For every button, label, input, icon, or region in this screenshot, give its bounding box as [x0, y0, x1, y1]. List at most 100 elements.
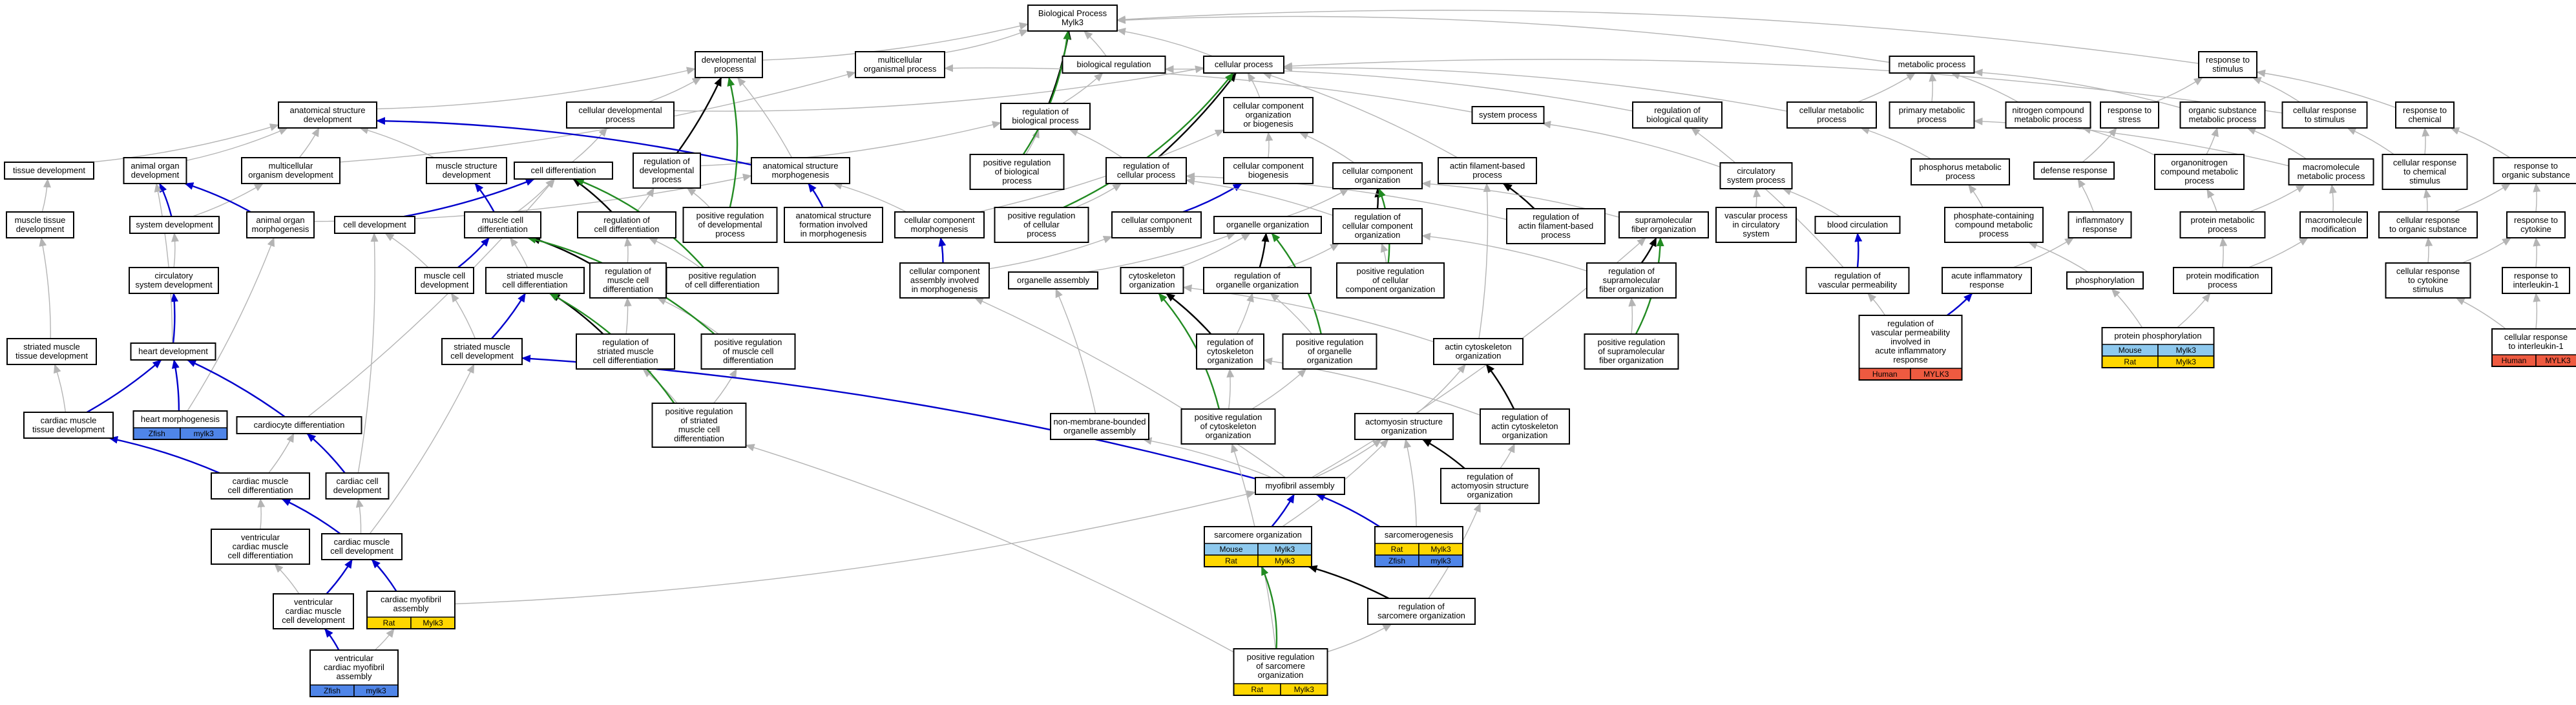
go-term-node-phosphorylation[interactable]: phosphorylation: [2066, 271, 2144, 289]
go-term-node-cellproc[interactable]: cellular process: [1203, 56, 1284, 74]
go-term-node-sysproc[interactable]: system process: [1471, 106, 1545, 124]
go-term-node-heartdev[interactable]: heart development: [130, 342, 216, 361]
go-term-node-celldiff[interactable]: cell differentiation: [514, 162, 613, 180]
go-term-node-myofibril[interactable]: myofibril assembly: [1255, 477, 1345, 495]
go-term-node-organelleassembly[interactable]: organelle assembly: [1008, 271, 1098, 289]
go-term-node-defense[interactable]: defense response: [2033, 162, 2115, 180]
go-term-node-cardiocytediff[interactable]: cardiocyte differentiation: [236, 416, 362, 434]
go-term-node-metab[interactable]: metabolic process: [1889, 56, 1975, 74]
go-term-node-bloodcirc[interactable]: blood circulation: [1814, 216, 1901, 234]
go-term-node-tissuedev[interactable]: tissue development: [4, 162, 94, 180]
go-term-node-celldev[interactable]: cell development: [334, 216, 415, 234]
